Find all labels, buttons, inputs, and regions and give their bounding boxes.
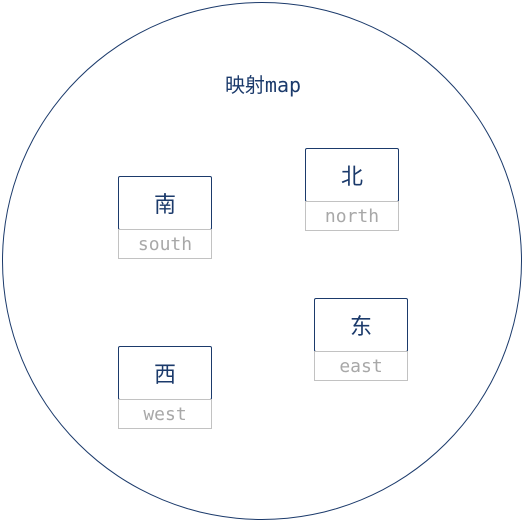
map-boundary-circle (2, 2, 522, 520)
map-title: 映射map (224, 73, 302, 97)
entry-key: 西 (118, 346, 212, 400)
entry-value: north (305, 201, 399, 231)
entry-value: west (118, 399, 212, 429)
entry-key: 东 (314, 298, 408, 352)
map-entry-west: 西 west (118, 346, 212, 429)
map-entry-north: 北 north (305, 148, 399, 231)
entry-key: 南 (118, 176, 212, 230)
entry-value: east (314, 351, 408, 381)
map-entry-east: 东 east (314, 298, 408, 381)
entry-key: 北 (305, 148, 399, 202)
entry-value: south (118, 229, 212, 259)
map-entry-south: 南 south (118, 176, 212, 259)
